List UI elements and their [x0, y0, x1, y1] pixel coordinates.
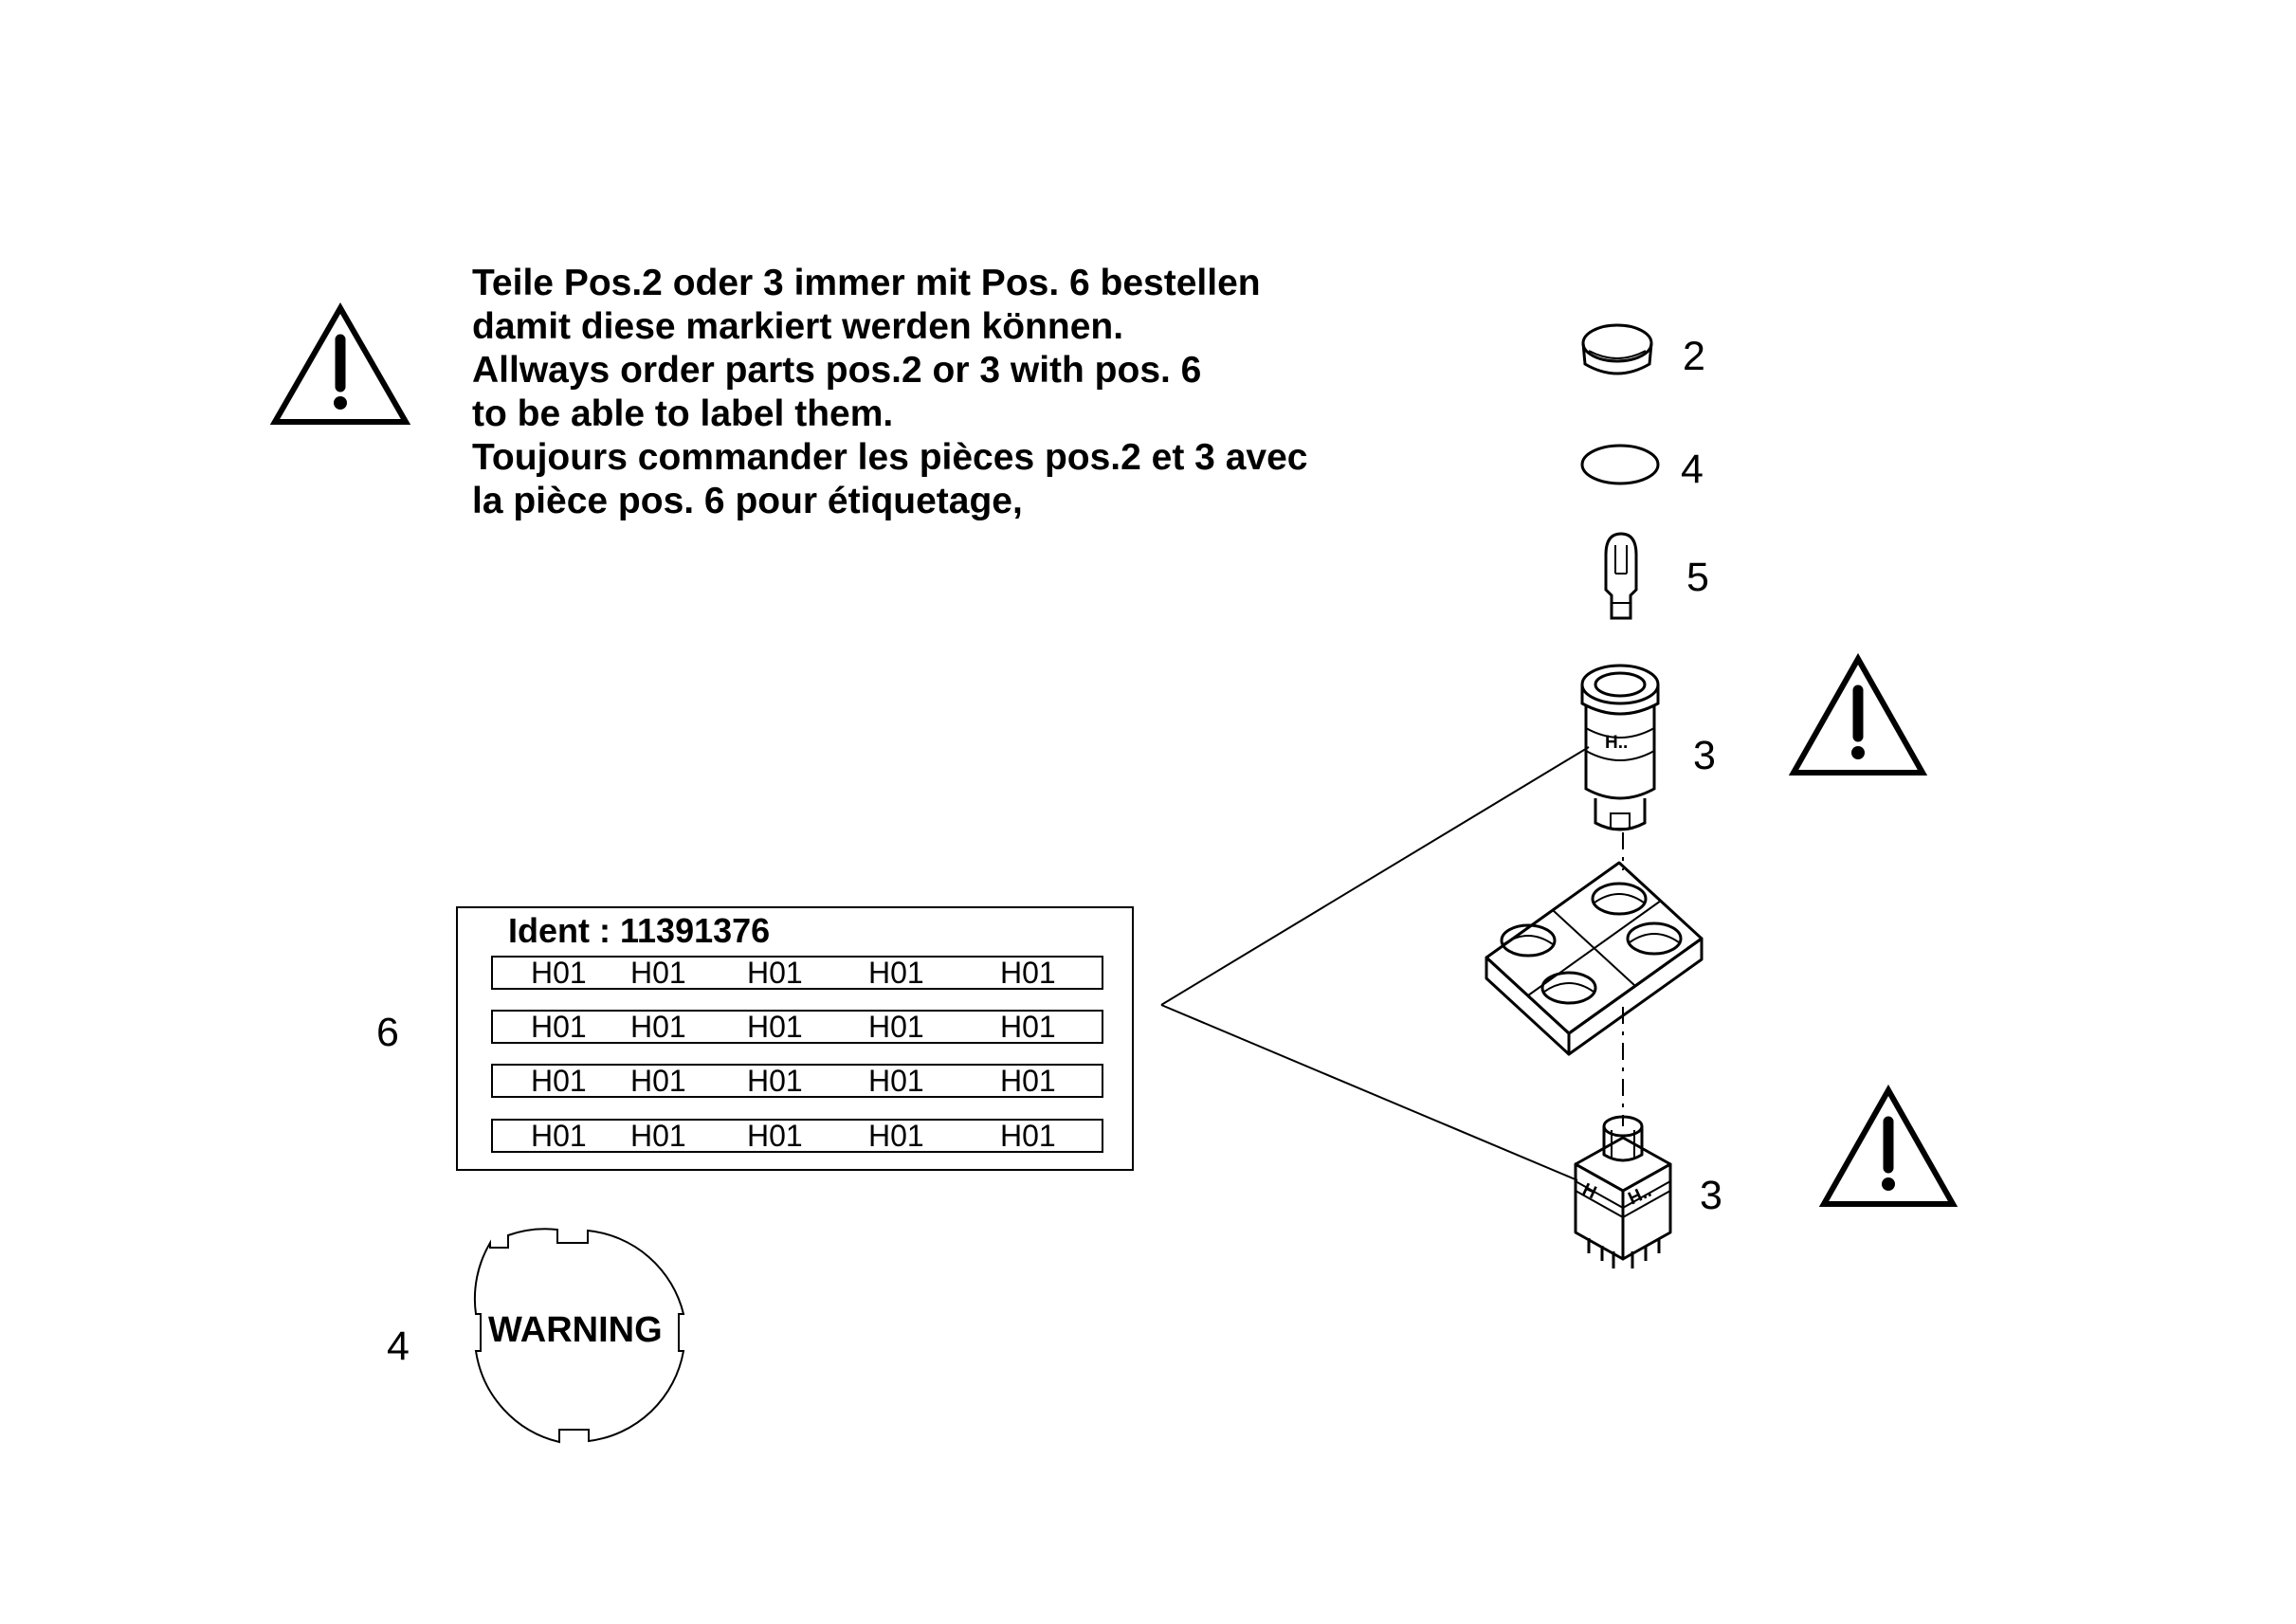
switch-marking-left: H: [1579, 1179, 1599, 1203]
callout-label-sheet: 6: [376, 1010, 399, 1055]
label-row: H01 H01 H01 H01 H01: [491, 956, 1103, 990]
warning-label-part: [473, 1228, 685, 1444]
ordering-note: Teile Pos.2 oder 3 immer mit Pos. 6 best…: [472, 262, 1420, 523]
note-line: damit diese markiert werden können.: [472, 306, 1124, 347]
ident-line: Ident : 11391376: [508, 911, 770, 951]
label-cell: H01: [531, 1119, 587, 1153]
label-sheet: Ident : 11391376 H01 H01 H01 H01 H01 H01…: [456, 906, 1134, 1171]
warning-triangle-icon: [269, 301, 411, 425]
callout-cap: 2: [1683, 334, 1705, 379]
label-cell: H01: [868, 956, 924, 990]
label-cell: H01: [868, 1064, 924, 1098]
label-cell: H01: [868, 1119, 924, 1153]
cap-part: [1581, 323, 1653, 375]
note-line: la pièce pos. 6 pour étiquetage,: [472, 481, 1023, 521]
switch-block-part: [1574, 1115, 1672, 1268]
adapter-plate-part: [1485, 861, 1704, 1056]
bulb-part: [1604, 532, 1638, 620]
label-cell: H01: [630, 1010, 686, 1044]
label-cell: H01: [630, 1119, 686, 1153]
label-cell: H01: [531, 1064, 587, 1098]
note-line: Toujours commander les pièces pos.2 et 3…: [472, 437, 1308, 478]
note-line: Allways order parts pos.2 or 3 with pos.…: [472, 350, 1202, 391]
label-cell: H01: [868, 1010, 924, 1044]
warning-triangle-icon: [1788, 652, 1928, 776]
label-cell: H01: [747, 1064, 803, 1098]
pushbutton-marking: H..: [1605, 733, 1628, 753]
note-line: Teile Pos.2 oder 3 immer mit Pos. 6 best…: [472, 263, 1261, 303]
label-row: H01 H01 H01 H01 H01: [491, 1010, 1103, 1044]
callout-bulb: 5: [1686, 555, 1709, 600]
label-cell: H01: [747, 956, 803, 990]
label-cell: H01: [630, 956, 686, 990]
label-row: H01 H01 H01 H01 H01: [491, 1119, 1103, 1153]
warning-triangle-icon: [1818, 1084, 1959, 1207]
note-line: to be able to label them.: [472, 393, 894, 434]
ident-label: Ident :: [508, 911, 610, 950]
label-row: H01 H01 H01 H01 H01: [491, 1064, 1103, 1098]
callout-lens: 4: [1681, 447, 1704, 492]
lens-part: [1580, 444, 1660, 485]
label-cell: H01: [630, 1064, 686, 1098]
label-cell: H01: [1000, 1119, 1056, 1153]
label-cell: H01: [1000, 956, 1056, 990]
label-cell: H01: [747, 1010, 803, 1044]
label-cell: H01: [1000, 1064, 1056, 1098]
label-cell: H01: [531, 956, 587, 990]
callout-pushbutton: 3: [1693, 733, 1716, 778]
callout-warning-label: 4: [387, 1323, 410, 1369]
warning-label-text: WARNING: [488, 1310, 663, 1350]
callout-switch-block: 3: [1700, 1173, 1722, 1218]
pushbutton-part: [1580, 664, 1660, 831]
label-cell: H01: [747, 1119, 803, 1153]
label-cell: H01: [1000, 1010, 1056, 1044]
label-cell: H01: [531, 1010, 587, 1044]
ident-number: 11391376: [620, 911, 771, 950]
